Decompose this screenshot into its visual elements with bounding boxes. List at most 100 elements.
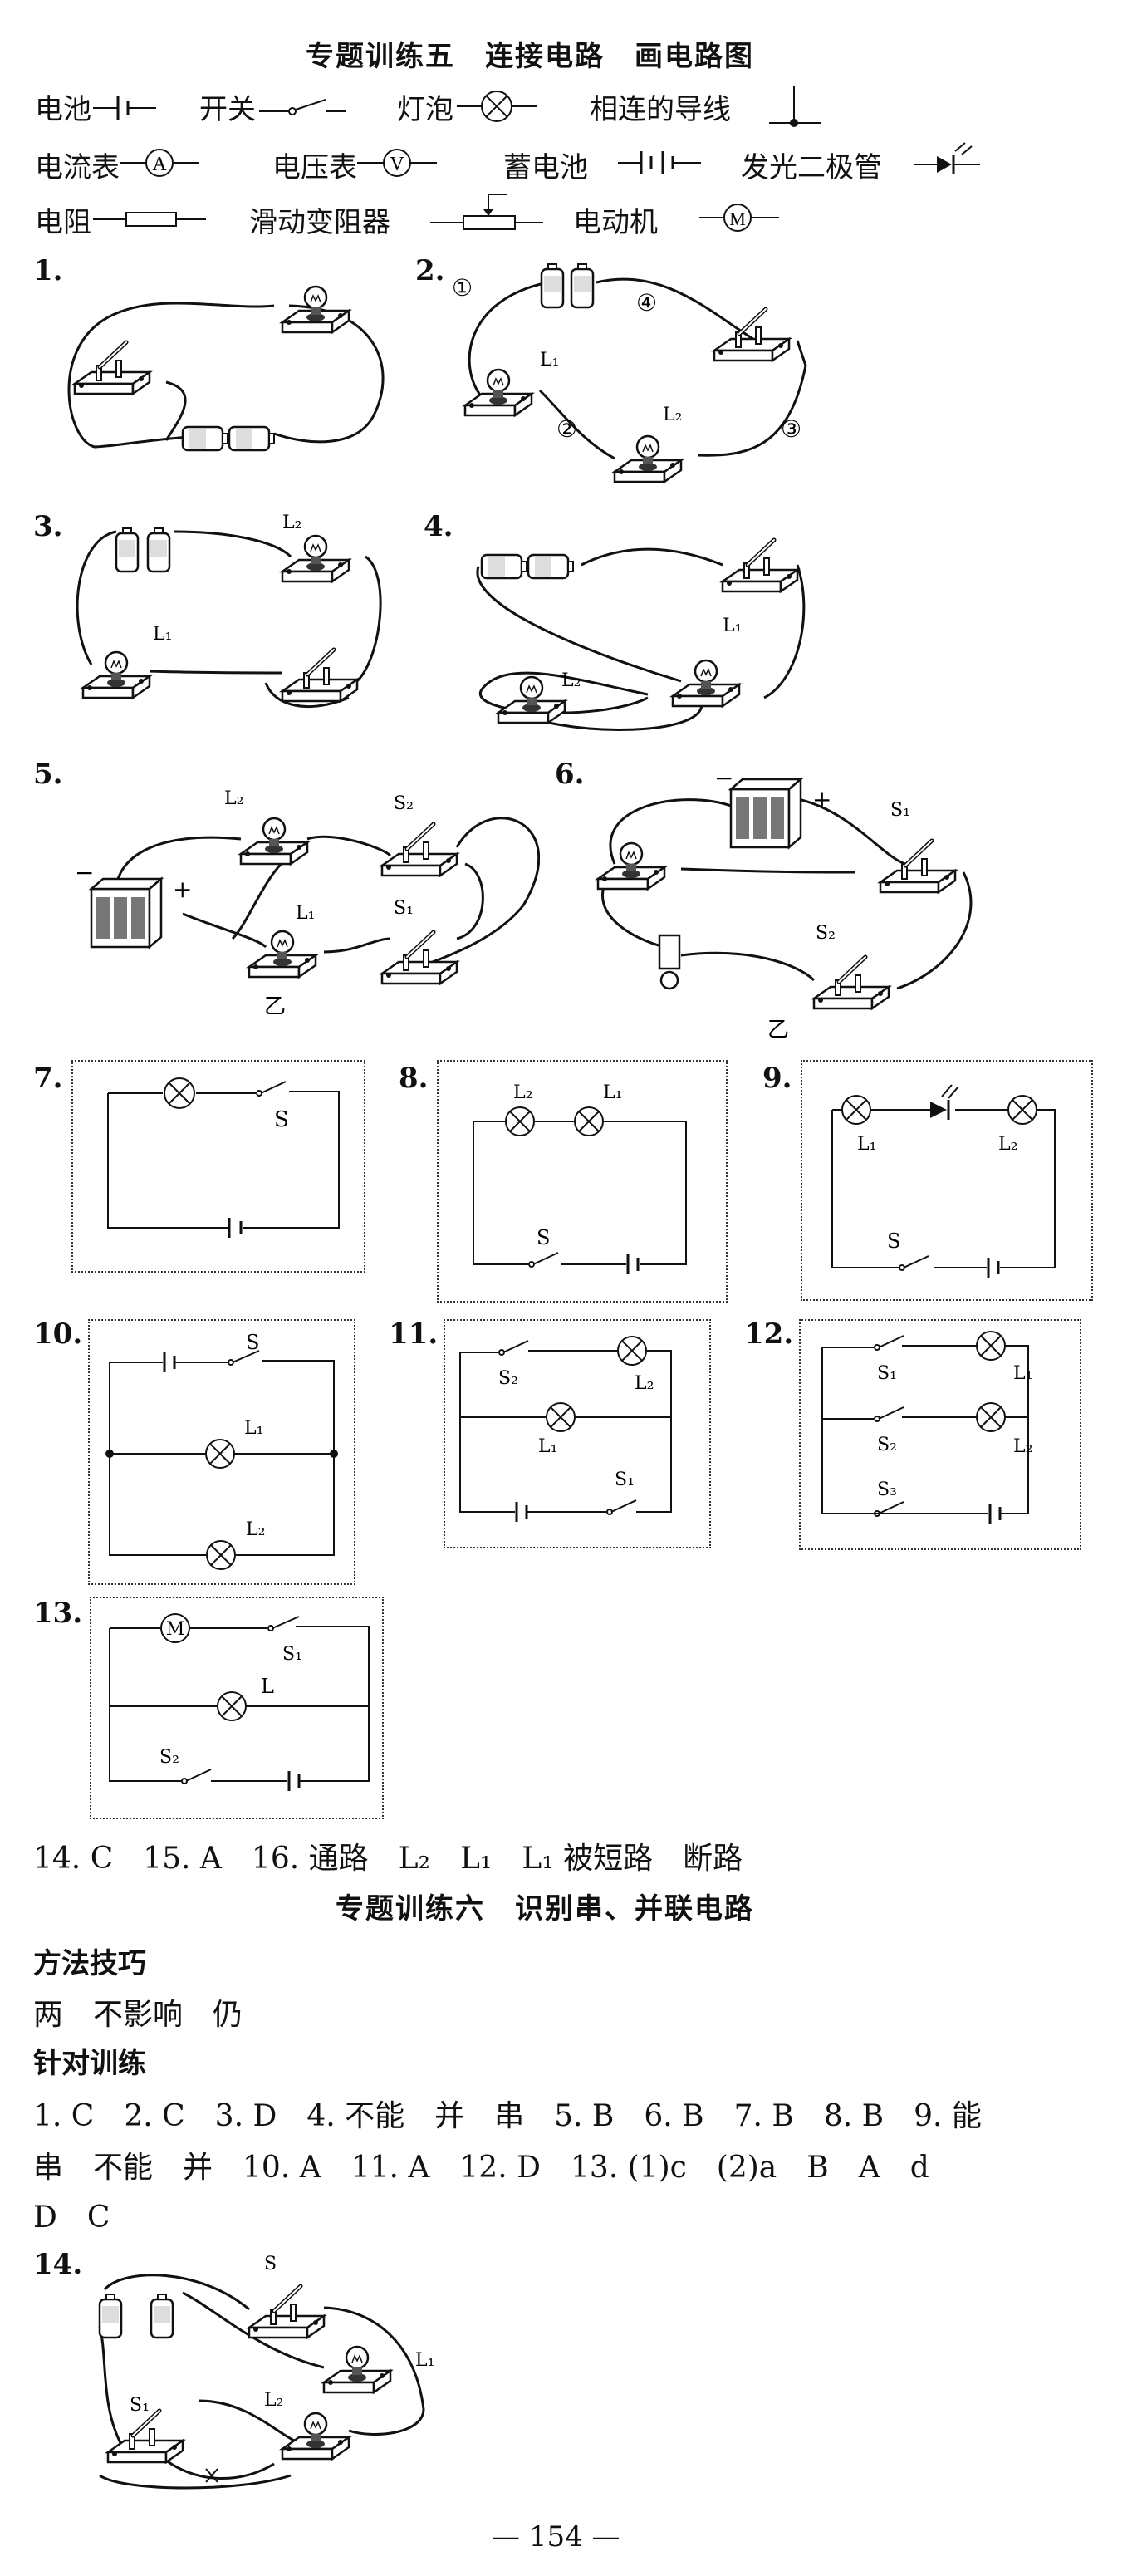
q7-number: 7.	[33, 1062, 63, 1095]
battery-symbol	[93, 96, 156, 120]
q1-number: 1.	[33, 254, 63, 287]
q11-circuit-box	[444, 1319, 711, 1548]
svg-text:S: S	[537, 1226, 550, 1249]
q8-circuit-box	[437, 1060, 728, 1303]
q8-circuit-diagram: L₂ L₁ S	[473, 1082, 687, 1274]
q3-number: 3.	[33, 510, 63, 543]
joined-wire-symbol	[769, 86, 821, 127]
q4-wiring-diagram: L₁ L₂	[476, 515, 806, 731]
svg-text:−: −	[75, 859, 94, 886]
svg-text:②: ②	[556, 415, 577, 443]
svg-text:L: L	[261, 1675, 274, 1698]
svg-text:①: ①	[452, 274, 473, 302]
svg-text:S₂: S₂	[394, 793, 414, 814]
svg-text:M: M	[166, 1619, 185, 1640]
resistor-symbol	[93, 212, 206, 227]
svg-text:L₁: L₁	[296, 903, 315, 924]
svg-text:L₁: L₁	[540, 350, 559, 370]
svg-text:M: M	[729, 209, 746, 229]
svg-text:S₁: S₁	[877, 1363, 897, 1384]
svg-text:L₁: L₁	[603, 1082, 622, 1103]
page-number: — 154 —	[492, 2520, 620, 2554]
svg-text:L₁: L₁	[538, 1436, 557, 1457]
svg-text:S₁: S₁	[615, 1470, 635, 1490]
legend-led-label: 发光二极管	[741, 151, 882, 184]
storage-battery-symbol	[618, 151, 701, 174]
q11-number: 11.	[389, 1317, 439, 1351]
q9-circuit-diagram: L₁ L₂ S	[831, 1084, 1056, 1278]
q6-number: 6.	[555, 758, 585, 791]
q10-circuit-diagram: S L₁ L₂	[105, 1331, 338, 1570]
svg-text:L₂: L₂	[1013, 1436, 1032, 1457]
svg-text:S₁: S₁	[282, 1644, 302, 1665]
svg-text:乙: 乙	[264, 994, 286, 1019]
legend-motor-label: 电动机	[573, 206, 658, 239]
legend-voltmeter-label: 电压表	[272, 151, 357, 184]
svg-text:L₁: L₁	[244, 1418, 263, 1439]
legend-rheostat-label: 滑动变阻器	[249, 206, 390, 239]
q11-circuit-diagram: S₂ L₂ L₁ S₁	[459, 1336, 672, 1522]
section5-answers-14-16: 14. C 15. A 16. 通路 L₂ L₁ L₁ 被短路 断路	[33, 1842, 743, 1876]
svg-text:S₁: S₁	[890, 800, 910, 821]
svg-text:乙: 乙	[767, 1018, 789, 1038]
q2-wiring-diagram: ① ② ③ ④ L₁ L₂	[452, 263, 807, 483]
q13-circuit-diagram: M S₁ L S₂	[109, 1613, 370, 1791]
q12-number: 12.	[744, 1317, 794, 1351]
svg-text:S: S	[887, 1229, 900, 1253]
q1-wiring-diagram	[67, 285, 385, 452]
svg-text:L₂: L₂	[246, 1519, 265, 1540]
svg-text:L₂: L₂	[998, 1134, 1017, 1155]
ammeter-symbol: A	[120, 149, 199, 177]
svg-text:③: ③	[781, 415, 801, 443]
q8-number: 8.	[399, 1062, 429, 1095]
q7-circuit-diagram: S	[107, 1077, 340, 1238]
svg-text:L₂: L₂	[561, 670, 581, 691]
svg-text:+: +	[173, 876, 192, 903]
q5-number: 5.	[33, 758, 63, 791]
practice-heading: 针对训练	[33, 2047, 146, 2080]
legend-switch-label: 开关	[199, 93, 256, 126]
practice-answers-line-3: D C	[33, 2201, 110, 2235]
q12-circuit-box	[799, 1319, 1081, 1550]
practice-answers-line-2: 串 不能 并 10. A 11. A 12. D 13. (1)c (2)a B…	[33, 2151, 929, 2185]
motor-symbol: M	[699, 204, 779, 232]
q3-wiring-diagram: L₂ L₁	[76, 513, 382, 708]
rheostat-symbol	[430, 194, 543, 230]
svg-text:A: A	[152, 154, 167, 175]
svg-text:④: ④	[636, 289, 657, 316]
switch-symbol	[259, 99, 346, 115]
svg-text:L₂: L₂	[513, 1082, 532, 1103]
svg-text:S: S	[264, 2254, 277, 2274]
q10-number: 10.	[33, 1317, 83, 1351]
svg-text:L₁: L₁	[857, 1134, 876, 1155]
q13-circuit-box	[90, 1597, 384, 1819]
q12-circuit-diagram: S₁ L₁ S₂ L₂ S₃	[821, 1331, 1032, 1524]
svg-text:S₁: S₁	[130, 2395, 150, 2416]
svg-text:L₂: L₂	[635, 1373, 654, 1394]
q6-wiring-diagram: − + S₁ S₂ 乙	[596, 764, 973, 1038]
q5-wiring-diagram: L₂ S₂ L₁ S₁ − + 乙	[75, 788, 540, 1019]
svg-text:L₁: L₁	[415, 2350, 434, 2371]
legend-joined-wire-label: 相连的导线	[590, 93, 731, 126]
svg-text:S₂: S₂	[816, 923, 836, 944]
svg-text:S₂: S₂	[159, 1747, 179, 1768]
q13-number: 13.	[33, 1597, 83, 1630]
legend-ammeter-label: 电流表	[35, 151, 120, 184]
svg-text:+: +	[812, 786, 831, 813]
svg-text:L₂: L₂	[224, 788, 243, 809]
q9-circuit-box	[801, 1060, 1093, 1301]
q7-circuit-box	[71, 1060, 365, 1273]
svg-text:S₂: S₂	[877, 1435, 897, 1455]
method-answer: 两 不影响 仍	[33, 1998, 243, 2032]
section5-title: 专题训练五 连接电路 画电路图	[306, 40, 754, 73]
section6-title: 专题训练六 识别串、并联电路	[336, 1892, 754, 1926]
q10-circuit-box	[88, 1319, 355, 1585]
svg-text:L₂: L₂	[663, 405, 682, 425]
svg-text:S: S	[246, 1331, 259, 1354]
voltmeter-symbol: V	[357, 149, 437, 177]
svg-text:V: V	[390, 154, 404, 175]
q9-number: 9.	[762, 1062, 792, 1095]
legend-bulb-label: 灯泡	[397, 93, 453, 126]
legend-battery-label: 电池	[35, 93, 91, 126]
method-heading: 方法技巧	[33, 1947, 146, 1980]
